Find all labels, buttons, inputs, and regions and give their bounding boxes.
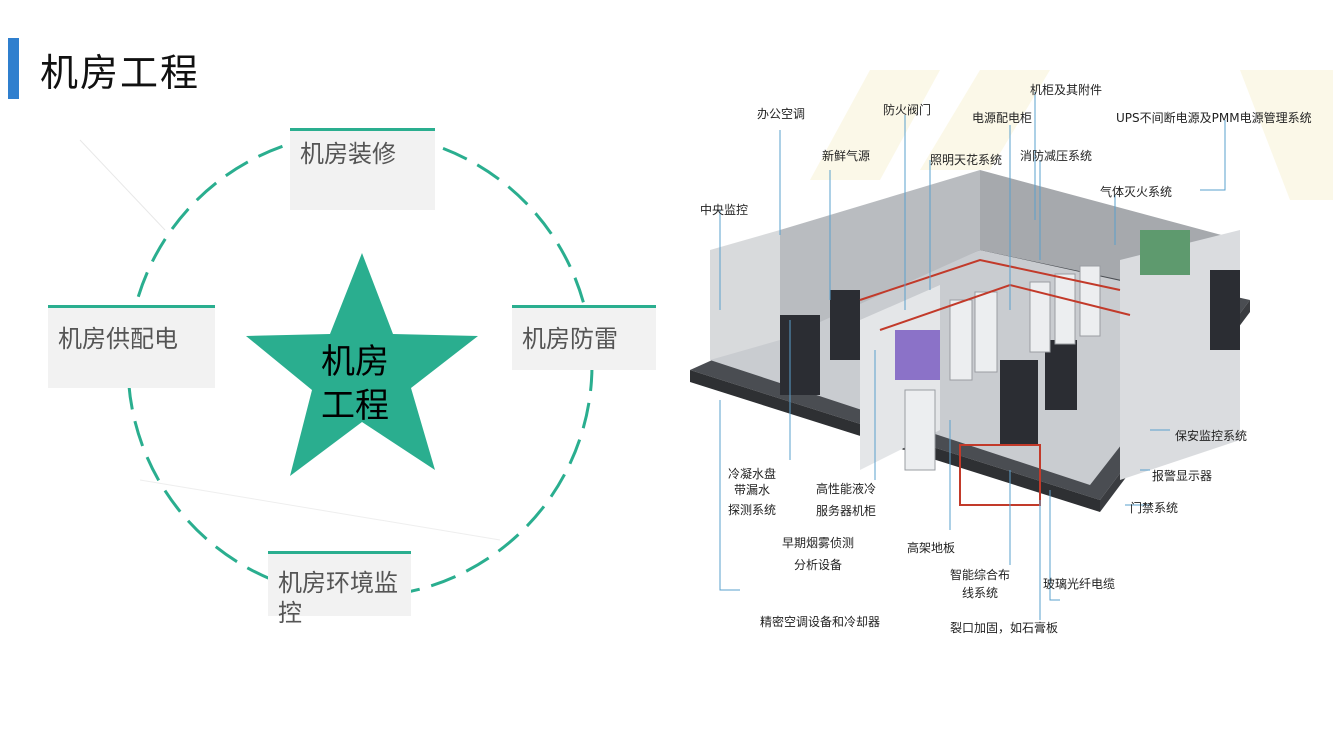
label-ceiling-lighting: 照明天花系统 <box>930 153 1003 167</box>
label-access-control: 门禁系统 <box>1130 501 1179 515</box>
label-central-monitor: 中央监控 <box>700 203 749 217</box>
center-star <box>246 253 478 476</box>
label-gas-extinguish: 气体灭火系统 <box>1100 185 1173 199</box>
node-lightning-protection-label: 机房防雷 <box>522 325 618 353</box>
label-fire-decompression: 消防减压系统 <box>1020 149 1093 163</box>
page-title: 机房工程 <box>40 51 201 95</box>
label-fresh-air: 新鲜气源 <box>822 149 871 163</box>
node-environment-monitor-label: 机房环境监控 <box>278 569 398 627</box>
node-environment-monitor: 机房环境监控 <box>268 551 411 627</box>
node-decoration: 机房装修 <box>290 128 435 210</box>
node-lightning-protection: 机房防雷 <box>512 305 656 370</box>
node-power-distribution: 机房供配电 <box>48 305 215 388</box>
label-ups-pdm: UPS不间断电源及PMM电源管理系统 <box>1116 111 1312 125</box>
label-security-monitor: 保安监控系统 <box>1175 429 1248 443</box>
node-power-distribution-label: 机房供配电 <box>58 325 178 353</box>
title-accent-bar <box>8 38 19 99</box>
label-condensate-leak: 冷凝水盘 带漏水 探测系统 <box>728 467 777 517</box>
label-precision-ac: 精密空调设备和冷却器 <box>760 615 881 629</box>
label-raised-floor: 高架地板 <box>907 541 956 555</box>
label-liquid-cooling: 高性能液冷 服务器机柜 <box>816 482 877 518</box>
label-crack-reinforce: 裂口加固，如石膏板 <box>950 621 1059 635</box>
server-room-illustration <box>690 70 1333 620</box>
label-smoke-detection: 早期烟雾侦测 分析设备 <box>782 536 855 572</box>
label-power-cabinet: 电源配电柜 <box>972 111 1033 125</box>
label-rack-accessories: 机柜及其附件 <box>1030 83 1103 97</box>
label-alarm-display: 报警显示器 <box>1152 469 1213 483</box>
center-label-line-1: 机房 <box>321 342 389 382</box>
center-label-line-2: 工程 <box>321 386 389 426</box>
label-office-ac: 办公空调 <box>757 107 806 121</box>
label-fiber-cable: 玻璃光纤电缆 <box>1043 577 1116 591</box>
node-decoration-label: 机房装修 <box>300 140 396 168</box>
label-fire-valve: 防火阀门 <box>883 103 932 117</box>
center-label: 机房 工程 <box>290 340 420 428</box>
label-cabling: 智能综合布 线系统 <box>950 568 1011 600</box>
